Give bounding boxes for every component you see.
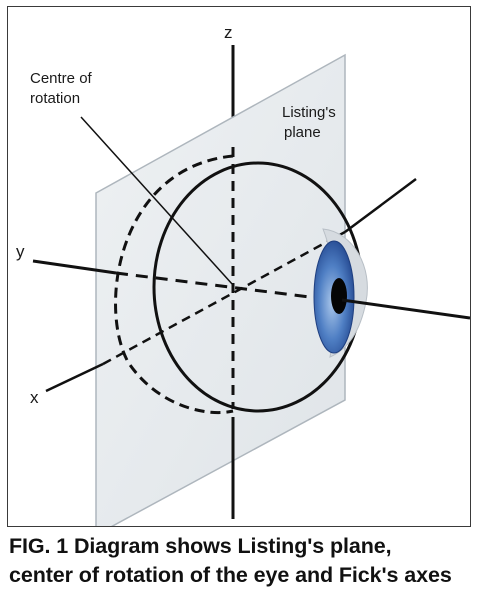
y-axis-dashed — [115, 271, 327, 301]
plane-label-line1: Listing's — [282, 104, 336, 121]
y-axis-label: y — [16, 242, 25, 261]
y-axis-left — [32, 259, 117, 275]
figure-caption: FIG. 1 Diagram shows Listing's plane, ce… — [9, 532, 475, 590]
x-axis-right — [344, 177, 417, 234]
plane-label-line2: plane — [284, 124, 321, 141]
pupil — [331, 278, 347, 314]
centre-pointer-line — [80, 116, 234, 286]
centre-label-line2: rotation — [30, 90, 80, 107]
y-axis-right — [341, 298, 470, 320]
centre-label-line1: Centre of — [30, 70, 93, 87]
caption-line-1: FIG. 1 Diagram shows Listing's plane, — [9, 534, 392, 558]
x-axis-label: x — [30, 388, 39, 407]
eye-rotation-diagram: z y x Centre of rotation Listing's plane — [16, 23, 470, 526]
eye-back-dashed-circle — [114, 154, 234, 415]
z-axis-label: z — [224, 23, 233, 42]
figure-frame: z y x Centre of rotation Listing's plane — [7, 6, 471, 527]
x-axis-left — [45, 362, 104, 393]
caption-line-2: center of rotation of the eye and Fick's… — [9, 563, 452, 587]
x-axis-dashed — [102, 230, 346, 366]
